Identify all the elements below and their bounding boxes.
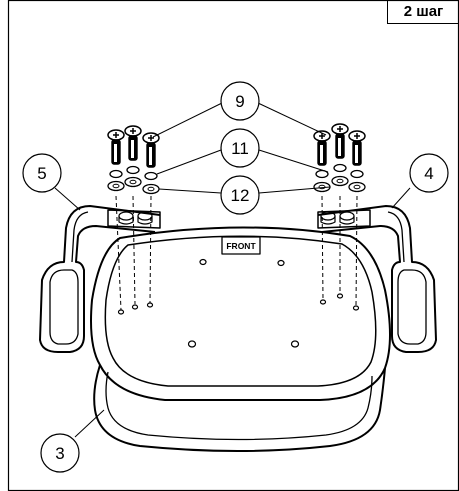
armrest-bolt-holes — [117, 293, 360, 315]
bolt-hole — [117, 309, 125, 315]
bolt — [124, 125, 142, 161]
front-marking-box — [221, 236, 261, 255]
right-armrest-inner — [387, 211, 405, 263]
callout-circle-5 — [22, 153, 62, 193]
spring-washer — [144, 171, 158, 181]
seat-inner-outline — [104, 235, 377, 387]
bolt — [107, 129, 125, 165]
seat-shell-lower-inner — [105, 371, 373, 441]
seat-hole — [277, 259, 285, 267]
callout-numbers: 9 11 12 5 4 3 — [37, 92, 433, 463]
callout-circle-9 — [220, 81, 260, 121]
callout-number-bolt: 9 — [235, 92, 244, 111]
leader-line — [54, 187, 81, 211]
leader-line — [156, 149, 222, 175]
left-mount-boss — [118, 211, 134, 221]
seat-hole — [187, 340, 197, 348]
spring-washer — [126, 165, 140, 175]
guide-line — [115, 195, 122, 311]
right-armrest-part — [317, 205, 437, 353]
bolt-hole — [319, 299, 327, 305]
leader-line — [158, 188, 222, 194]
left-armrest-pad — [49, 269, 79, 345]
right-mount-boss-body — [339, 216, 355, 225]
bolt-hole — [131, 304, 139, 310]
seat-hole — [199, 258, 207, 266]
left-armrest-inner — [71, 211, 89, 263]
callout-circle-3 — [40, 433, 80, 473]
seat-outer-outline — [90, 226, 391, 401]
left-fastener-group — [107, 125, 160, 195]
callout-number-spring-washer: 11 — [231, 139, 249, 158]
right-fastener-group — [313, 123, 366, 193]
leader-line — [258, 186, 331, 194]
left-mount-boss-body — [137, 216, 153, 225]
bolt-hole — [146, 302, 154, 308]
spring-washer — [109, 169, 123, 179]
callout-number-left-armrest: 5 — [37, 164, 46, 183]
right-armrest-pad — [397, 269, 427, 345]
bolt — [142, 132, 160, 168]
spring-washer — [333, 163, 347, 173]
step-label-box: 2 шаг — [387, 0, 459, 24]
seat-part — [90, 226, 391, 452]
right-armrest-outer — [317, 205, 437, 353]
leader-line — [74, 409, 105, 438]
bolt-hole — [352, 305, 360, 311]
right-armrest-mount — [317, 209, 371, 229]
leader-line — [257, 102, 327, 136]
front-marking-text: FRONT — [226, 241, 256, 251]
leader-line — [152, 102, 223, 138]
spring-washer — [350, 169, 364, 179]
callout-number-right-armrest: 4 — [424, 164, 433, 183]
bolt — [348, 130, 366, 166]
step-label: 2 шаг — [403, 3, 444, 20]
leader-line — [391, 187, 411, 209]
left-armrest-part — [39, 205, 161, 353]
bolt-hole — [336, 293, 344, 299]
leader-line — [258, 149, 329, 173]
leader-lines — [54, 102, 411, 438]
left-mount-boss-body — [118, 216, 134, 225]
bolt — [331, 123, 349, 159]
right-mount-boss — [339, 211, 355, 221]
callout-circle-12 — [220, 175, 260, 215]
bolt — [313, 130, 331, 166]
right-mount-boss-body — [320, 216, 336, 225]
left-armrest-outer — [39, 205, 161, 353]
left-armrest-mount — [107, 209, 161, 229]
callouts — [22, 81, 449, 473]
callout-circle-4 — [409, 153, 449, 193]
seat-shell-lower — [93, 364, 386, 452]
seat-hole — [290, 340, 300, 348]
guide-line — [355, 195, 358, 307]
callout-number-flat-washer: 12 — [231, 186, 250, 205]
callout-circle-11 — [220, 128, 260, 168]
callout-number-seat: 3 — [55, 444, 64, 463]
guide-line — [321, 195, 324, 301]
assembly-guide-lines — [115, 195, 358, 311]
guide-line — [149, 195, 152, 304]
